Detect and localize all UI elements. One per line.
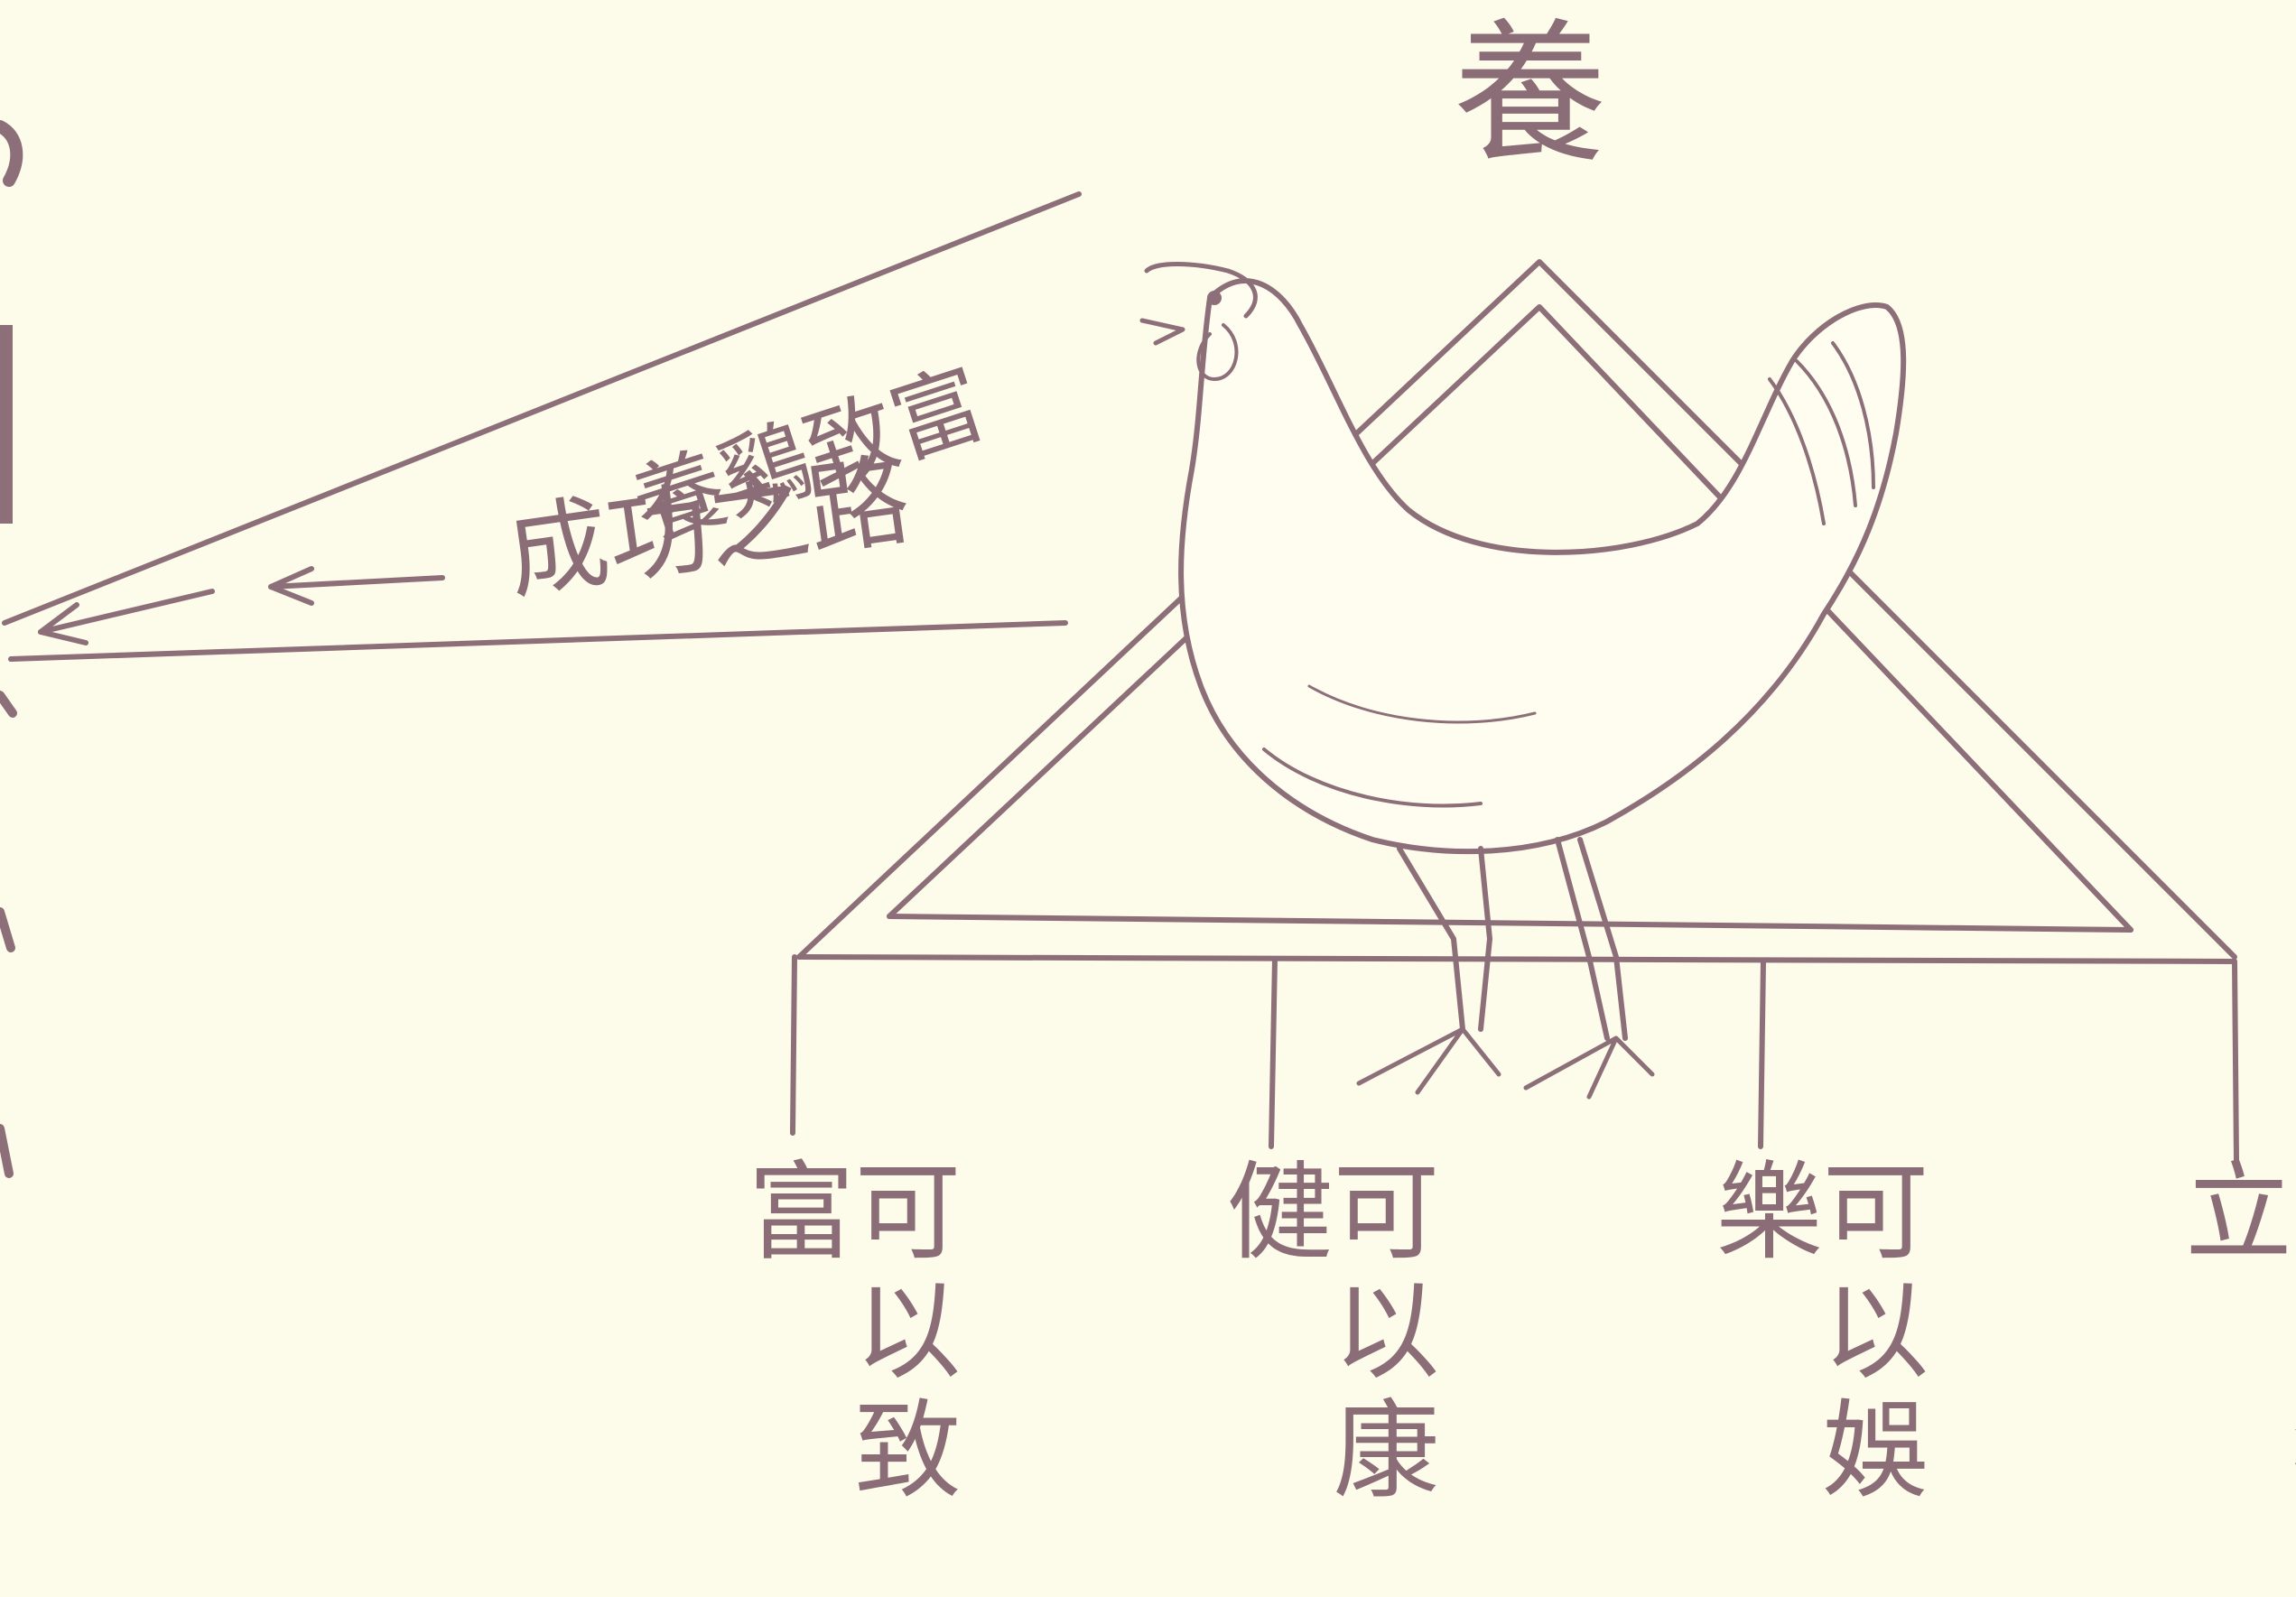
outcome-label-health: 可以康健 (1208, 1156, 1439, 1513)
outcome-label-independence: 可以獨立 (2167, 1156, 2296, 1513)
triangle-roof (796, 259, 2237, 960)
hen-icon (1139, 262, 1907, 1100)
ray-lower (8, 620, 1068, 662)
outcome-label-leisure: 可以娛樂 (1697, 1156, 1929, 1513)
branch-tree (790, 954, 2239, 1163)
outcome-label-wealth: 可以致富 (730, 1156, 961, 1513)
arrow-icon (38, 566, 445, 645)
left-edge-fragments (0, 120, 23, 1178)
top-character: 養 (1454, 5, 1608, 184)
ray-upper (2, 191, 1082, 626)
